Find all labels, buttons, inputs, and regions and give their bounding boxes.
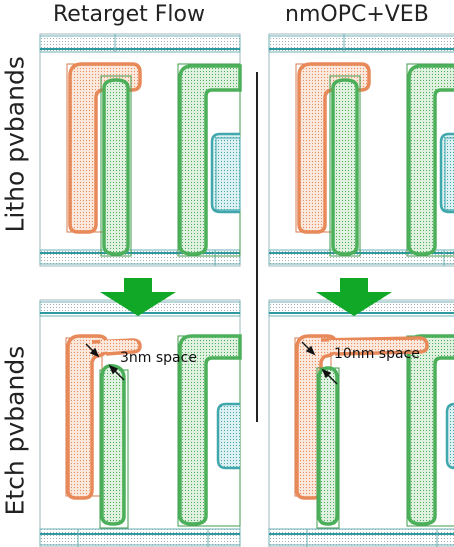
space-arrow-10nm	[301, 341, 338, 385]
litho-panel-nmopc	[267, 32, 454, 268]
etch-panel-retarget	[38, 298, 242, 547]
etch-panel-nmopc	[267, 298, 454, 547]
annotation-10nm-space: 10nm space	[334, 346, 420, 362]
column-title-nmopc-veb: nmOPC+VEB	[285, 2, 429, 27]
litho-panel-retarget	[38, 32, 242, 268]
annotation-3nm-space: 3nm space	[120, 350, 197, 366]
column-title-retarget-flow: Retarget Flow	[53, 2, 205, 27]
flow-arrow-nmopc	[316, 278, 392, 316]
space-arrow-3nm	[85, 343, 125, 381]
flow-arrow-retarget	[100, 278, 176, 316]
